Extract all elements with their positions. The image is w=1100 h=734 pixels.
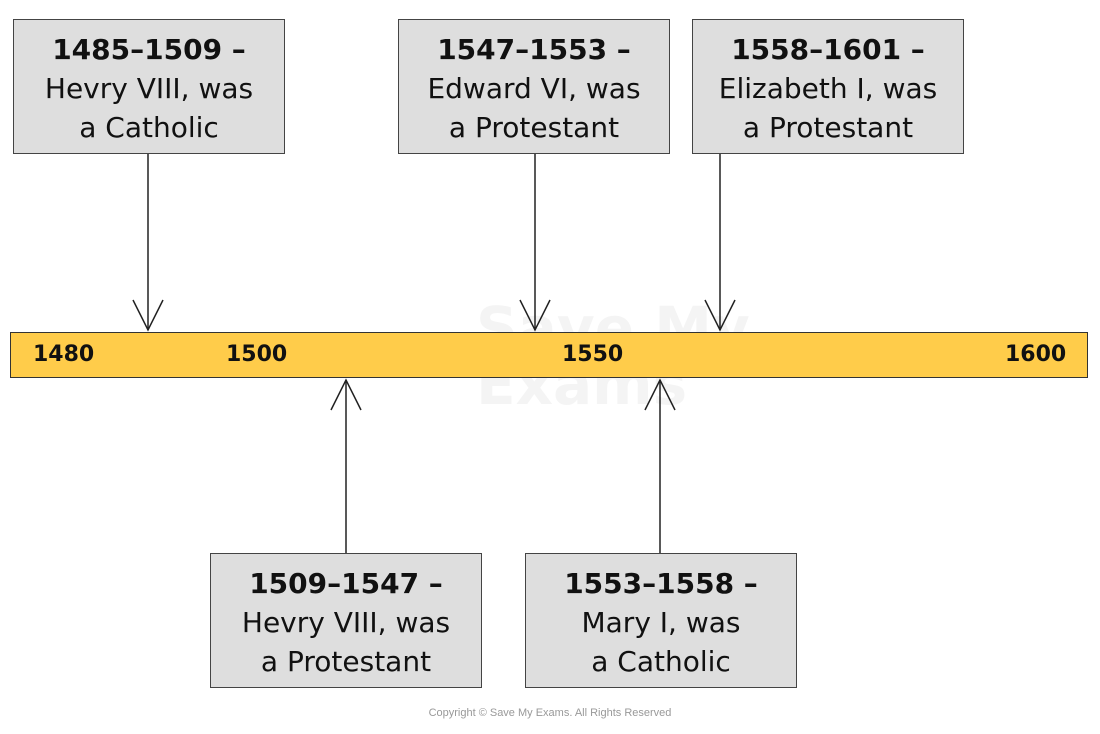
event-box-mary-catholic: 1553–1558 – Mary I, was a Catholic <box>525 553 797 688</box>
tick-label-1550: 1550 <box>562 342 624 367</box>
event-box-edward-protestant: 1547–1553 – Edward VI, was a Protestant <box>398 19 670 154</box>
event-box-elizabeth-protestant: 1558–1601 – Elizabeth I, was a Protestan… <box>692 19 964 154</box>
event-line-2: a Protestant <box>260 645 432 678</box>
event-box-henry-catholic: 1485–1509 – Hevry VIII, was a Catholic <box>13 19 285 154</box>
timeline-bar <box>10 332 1088 378</box>
tick-label-1480: 1480 <box>33 342 95 367</box>
event-line-1: Hevry VIII, was <box>44 72 254 105</box>
event-years: 1509–1547 – <box>249 567 443 600</box>
arrow-1553-head <box>644 378 676 411</box>
event-line-2: a Catholic <box>79 111 219 144</box>
event-line-1: Hevry VIII, was <box>241 606 451 639</box>
event-line-2: a Protestant <box>448 111 620 144</box>
tick-label-1600: 1600 <box>1005 342 1067 367</box>
arrow-1509-head <box>330 378 362 411</box>
event-box-henry-protestant: 1509–1547 – Hevry VIII, was a Protestant <box>210 553 482 688</box>
copyright-notice: Copyright © Save My Exams. All Rights Re… <box>428 707 672 719</box>
event-line-1: Mary I, was <box>581 606 741 639</box>
tick-label-1500: 1500 <box>226 342 288 367</box>
event-line-1: Edward VI, was <box>427 72 641 105</box>
event-years: 1558–1601 – <box>731 33 925 66</box>
event-line-1: Elizabeth I, was <box>718 72 938 105</box>
event-line-2: a Protestant <box>742 111 914 144</box>
event-years: 1553–1558 – <box>564 567 758 600</box>
event-years: 1485–1509 – <box>52 33 246 66</box>
arrow-1558-head <box>704 299 736 332</box>
arrow-1485-head <box>132 299 164 332</box>
arrow-1547-head <box>519 299 551 332</box>
event-line-2: a Catholic <box>591 645 731 678</box>
event-years: 1547–1553 – <box>437 33 631 66</box>
